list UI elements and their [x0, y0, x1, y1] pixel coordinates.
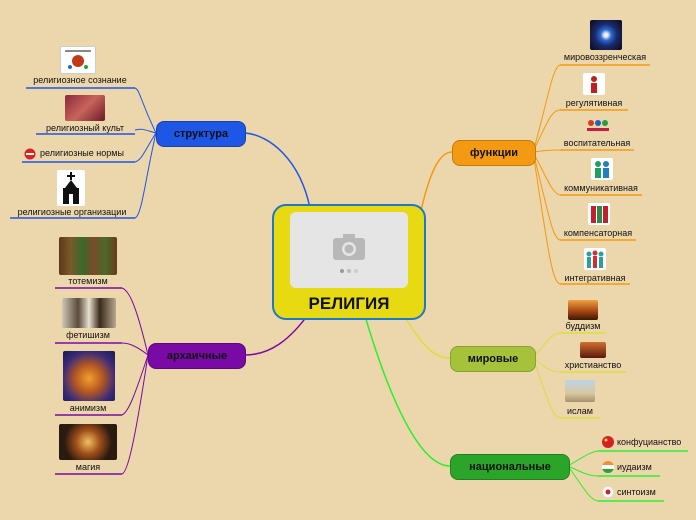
leaf-label: христианство [564, 360, 622, 370]
leaf-label: мировоззренческая [563, 52, 647, 62]
eye-icon [590, 20, 622, 50]
leaf-magic[interactable]: магия [55, 424, 121, 473]
leaf-islam[interactable]: ислам [560, 380, 600, 418]
leaf-label: религиозные нормы [40, 148, 124, 158]
leaf-label: интегративная [564, 273, 626, 283]
leaf-label: магия [75, 462, 101, 472]
image-placeholder [290, 212, 408, 288]
branch-world[interactable]: мировые [450, 346, 536, 372]
leaf-label: компенсаторная [563, 228, 633, 238]
leaf-religious-cult[interactable]: религиозный культ [36, 95, 134, 133]
photo-thumbnail [63, 351, 115, 401]
leaf-label: религиозные организации [17, 207, 127, 217]
branch-archaic[interactable]: архаичные [148, 343, 246, 369]
leaf-label: религиозный культ [46, 123, 124, 133]
photo-thumbnail [62, 298, 116, 328]
leaf-religious-consciousness[interactable]: религиозное сознание [26, 46, 134, 88]
leaf-worldview[interactable]: мировоззренческая [560, 20, 650, 64]
church-icon [57, 170, 85, 206]
leaf-compensatory[interactable]: компенсаторная [560, 203, 636, 239]
leaf-educational[interactable]: воспитательная [560, 119, 634, 149]
photo-thumbnail [568, 300, 598, 320]
leaf-confucianism[interactable]: конфуцианство [600, 435, 688, 451]
leaf-label: регулятивная [565, 98, 623, 108]
leaf-label: воспитательная [563, 138, 631, 148]
leaf-label: тотемизм [68, 276, 108, 286]
branch-structure[interactable]: структура [156, 121, 246, 147]
leaf-label: религиозное сознание [33, 75, 127, 85]
leaf-religious-norms[interactable]: религиозные нормы [24, 147, 136, 161]
leaf-religious-organizations[interactable]: религиозные организации [10, 170, 134, 218]
branch-national[interactable]: национальные [450, 454, 570, 480]
figure-icon [583, 73, 605, 95]
leaf-shinto[interactable]: синтоизм [600, 485, 664, 501]
leaf-integrative[interactable]: интегративная [560, 248, 630, 284]
leaf-label: синтоизм [617, 487, 656, 497]
leaf-label: ислам [567, 406, 593, 416]
india-flag-icon [602, 461, 614, 473]
leaf-animism[interactable]: анимизм [55, 351, 121, 414]
no-sign-icon [24, 148, 36, 160]
leaf-label: фетишизм [66, 330, 110, 340]
group-icon [586, 119, 610, 133]
books-icon [588, 203, 610, 225]
leaf-judaism[interactable]: иудаизм [600, 460, 660, 476]
leaf-label: конфуцианство [617, 437, 682, 447]
japan-flag-icon [602, 486, 614, 498]
photo-thumbnail [65, 95, 105, 121]
camera-icon [333, 234, 365, 273]
branch-functions[interactable]: функции [452, 140, 536, 166]
central-topic[interactable]: РЕЛИГИЯ [272, 204, 426, 320]
leaf-regulative[interactable]: регулятивная [560, 73, 628, 109]
photo-thumbnail [565, 380, 595, 402]
central-topic-title: РЕЛИГИЯ [308, 294, 390, 313]
photo-thumbnail [59, 237, 117, 275]
photo-thumbnail [580, 342, 606, 358]
leaf-totemism[interactable]: тотемизм [55, 237, 121, 287]
photo-thumbnail [59, 424, 117, 460]
crowd-icon [584, 248, 606, 270]
diagram-thumbnail [60, 46, 96, 74]
leaf-label: буддизм [565, 321, 601, 331]
leaf-label: иудаизм [617, 462, 652, 472]
leaf-buddhism[interactable]: буддизм [560, 300, 606, 332]
leaf-label: анимизм [69, 403, 107, 413]
leaf-communicative[interactable]: коммуникативная [560, 158, 642, 194]
leaf-fetishism[interactable]: фетишизм [55, 298, 121, 342]
china-flag-icon [602, 436, 614, 448]
leaf-christianity[interactable]: христианство [560, 342, 626, 372]
people-icon [591, 158, 613, 180]
leaf-label: коммуникативная [564, 183, 638, 193]
